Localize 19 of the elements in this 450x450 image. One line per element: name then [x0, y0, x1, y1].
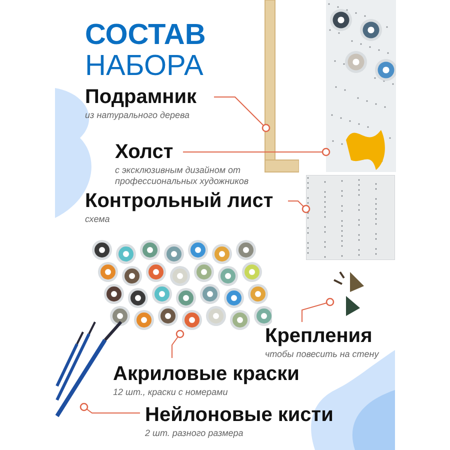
item-heading: Нейлоновые кисти	[145, 403, 334, 428]
item-description: 12 шт., краски с номерами	[113, 387, 228, 398]
item-heading: Крепления	[265, 324, 372, 349]
item-heading: Акриловые краски	[113, 362, 300, 387]
item-heading: Контрольный лист	[85, 189, 274, 214]
title: СОСТАВ НАБОРА	[85, 20, 207, 82]
item-description: из натурального дерева	[85, 110, 190, 121]
leader-line	[172, 330, 184, 358]
leader-line	[214, 96, 270, 132]
leader-line	[80, 402, 140, 414]
item-description: чтобы повесить на стену	[265, 349, 379, 360]
item-description: с эксклюзивным дизайном от профессиональных художников	[115, 165, 250, 187]
leader-line	[182, 148, 330, 156]
leader-line	[288, 200, 310, 214]
item-description: схема	[85, 214, 110, 225]
leader-line	[302, 298, 334, 322]
item-description: 2 шт. разного размера	[145, 428, 244, 439]
item-heading: Подрамник	[85, 85, 197, 110]
item-heading: Холст	[115, 140, 174, 165]
